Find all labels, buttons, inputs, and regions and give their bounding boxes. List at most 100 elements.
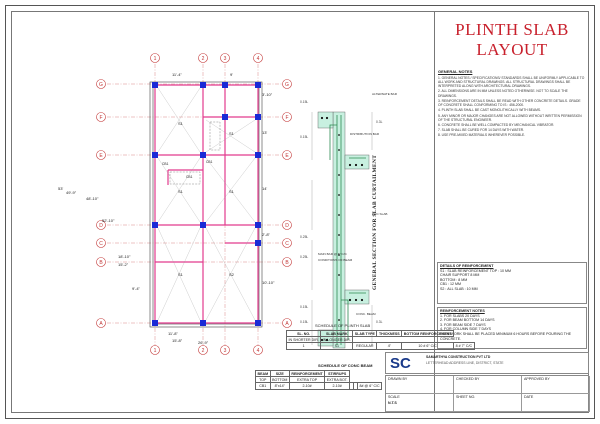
grid-col-bubble-bottom-circle <box>198 345 208 355</box>
company-address: LETTERHEAD ADDRESS LINE, DISTRICT, STATE <box>426 361 504 365</box>
table-cell: 10 # 6" C/C <box>401 342 455 350</box>
grid-row-bubble-left: B <box>99 260 103 266</box>
note-item: 2. ALL DIMENSIONS ARE IN MM UNLESS NOTED… <box>438 89 568 98</box>
slab-mark: S1 <box>178 189 183 194</box>
box-line: REINFORCEMENT NOTES <box>440 309 485 313</box>
table-cell: S1 <box>320 342 354 350</box>
grid-row-bubble-right: D <box>285 223 289 229</box>
slab-mark: S1 <box>229 131 234 136</box>
general-notes-list: 1. GENERAL NOTES / SPECIFICATIONS/ STAND… <box>438 76 586 139</box>
grid-col-bubble-top-circle <box>198 53 208 63</box>
table-cell: THICKNESS <box>376 329 403 338</box>
grid-col-bubble-top-circle <box>150 53 160 63</box>
table-cell: REGULAR <box>352 342 378 350</box>
note-item: 5. ANY MINOR OR MAJOR CHANGES ARE NOT AL… <box>438 113 582 122</box>
note-item: 3. REINFORCEMENT DETAILS SHALL BE READ W… <box>438 98 581 107</box>
dim-bottom: 11'-8" <box>168 331 178 336</box>
dim-left: 18'-10" <box>118 254 131 259</box>
grid-row-bubble-right-circle <box>282 318 292 328</box>
grid-row-bubble-right-circle <box>282 150 292 160</box>
table-cell: 8"x14" <box>269 382 290 390</box>
box-line: 3. FOR BEAM SIDE 7 DAYS <box>440 322 486 327</box>
grid-row-bubble-left-circle <box>96 220 106 230</box>
grid-row-bubble-left-circle <box>96 112 106 122</box>
dim-left: 52'-10" <box>102 218 115 223</box>
title-block-cell: DRAWN BY <box>386 376 454 394</box>
box-line: DETAILS OF REINFORCEMENT <box>440 264 494 268</box>
section-note: CONDITIONS OF BEAM <box>318 258 353 262</box>
grid-row-bubble-right: E <box>285 153 289 159</box>
dim-left: 15'-2" <box>118 262 129 267</box>
grid-col-bubble-bottom: 1 <box>154 348 157 354</box>
dim-right: 10'-10" <box>262 280 275 285</box>
table-cell: 8# @ 6" C/C <box>357 382 383 390</box>
grid-col-bubble-bottom: 4 <box>257 348 260 354</box>
slab-schedule-title: SCHEDULE OF PLINTH SLAB <box>315 323 371 328</box>
slab-mark: S1 <box>229 189 234 194</box>
section-note: DISTRIBUTION BAR <box>350 132 380 136</box>
table-cell: 4" <box>376 342 403 350</box>
curtailment-label: 0.15L <box>300 320 309 324</box>
grid-col-bubble-bottom-circle <box>150 345 160 355</box>
grid-row-bubble-right: F <box>285 115 288 121</box>
section-note: MAIN BAR @ 6" C/C <box>318 252 347 256</box>
table-cell: 1 <box>285 342 322 350</box>
box-line: 4. FOR COLUMN SIDE 7 DAYS <box>440 327 492 332</box>
openings <box>169 121 221 185</box>
box-line: 1. FOR SLABS 20 DAYS <box>440 313 480 318</box>
curtailment-label: 0.25L <box>300 255 309 259</box>
box-line: CHAIR SUPPORT 8 MM <box>440 273 480 278</box>
dim-right: 2'-8" <box>262 232 270 237</box>
grid-col-bubble-top: 2 <box>202 56 205 62</box>
note-item: 6. CONCRETE SHALL BE WELL COMPACTED BY M… <box>438 122 555 127</box>
grid-row-bubble-left: F <box>99 115 102 121</box>
grid-col-bubble-top: 1 <box>154 56 157 62</box>
title-block-label: APPROVED BY <box>524 377 550 381</box>
grid-row-bubble-left: C <box>99 241 103 247</box>
dim-right: 14' <box>262 186 268 191</box>
grid-row-bubble-left: D <box>99 223 103 229</box>
grid-row-bubble-left-circle <box>96 79 106 89</box>
grid-row-bubble-left: A <box>99 321 103 327</box>
title-block-cell: CHECKED BY <box>454 376 522 394</box>
section-note: RCC SLAB <box>372 212 388 216</box>
title-block-value: N.T.S <box>388 400 397 405</box>
title-block-label: SHEET NO. <box>456 395 476 399</box>
box-line: FORMWORK SHALL BE PLACED MINIMUM 6 HOURS… <box>440 331 571 341</box>
title-block-cell: DATE <box>522 394 590 412</box>
grid-row-bubble-left: E <box>99 153 103 159</box>
curtailment-label: 0.3L <box>376 120 383 124</box>
grid-row-bubble-left: G <box>99 82 103 88</box>
drawing-sheet-border <box>5 5 595 419</box>
table-cell: SLAB TYPE <box>352 329 378 338</box>
grid-row-bubble-right-circle <box>282 257 292 267</box>
note-item: 1. GENERAL NOTES / SPECIFICATIONS/ STAND… <box>438 76 585 89</box>
section-title: GENERAL SECTION FOR SLAB CURTAILMENT <box>372 154 378 290</box>
grid-row-bubble-right: C <box>285 241 289 247</box>
table-cell: CB1 <box>255 382 271 390</box>
grid-col-bubble-top: 4 <box>257 56 260 62</box>
grid-col-bubble-bottom: 3 <box>224 348 227 354</box>
columns <box>152 82 261 326</box>
title-block-label: DRAWN BY <box>388 377 408 381</box>
company-block: SC SAMARTHYA CONSTRUCTION PVT LTD LETTER… <box>385 352 589 374</box>
curtailment-label: 0.15L <box>300 135 309 139</box>
dim-top: 9' <box>230 72 233 77</box>
beam-mark: CB1 <box>206 160 213 164</box>
grid-row-bubble-right: G <box>285 82 289 88</box>
dim-right: 3'-10" <box>262 92 273 97</box>
box-line: BOTTOM : 8 MM <box>440 277 468 282</box>
box-line: S1 : SLAB REINFORCEMENT TOP : 10 MM <box>440 268 512 273</box>
beam-schedule-title: SCHEDULE OF CONC BEAM <box>318 363 373 368</box>
slab-mark: S1 <box>178 272 183 277</box>
dim-top: 11'-4" <box>172 72 182 77</box>
grid-row-bubble-right-circle <box>282 220 292 230</box>
beam-mark: CB1 <box>186 175 193 179</box>
